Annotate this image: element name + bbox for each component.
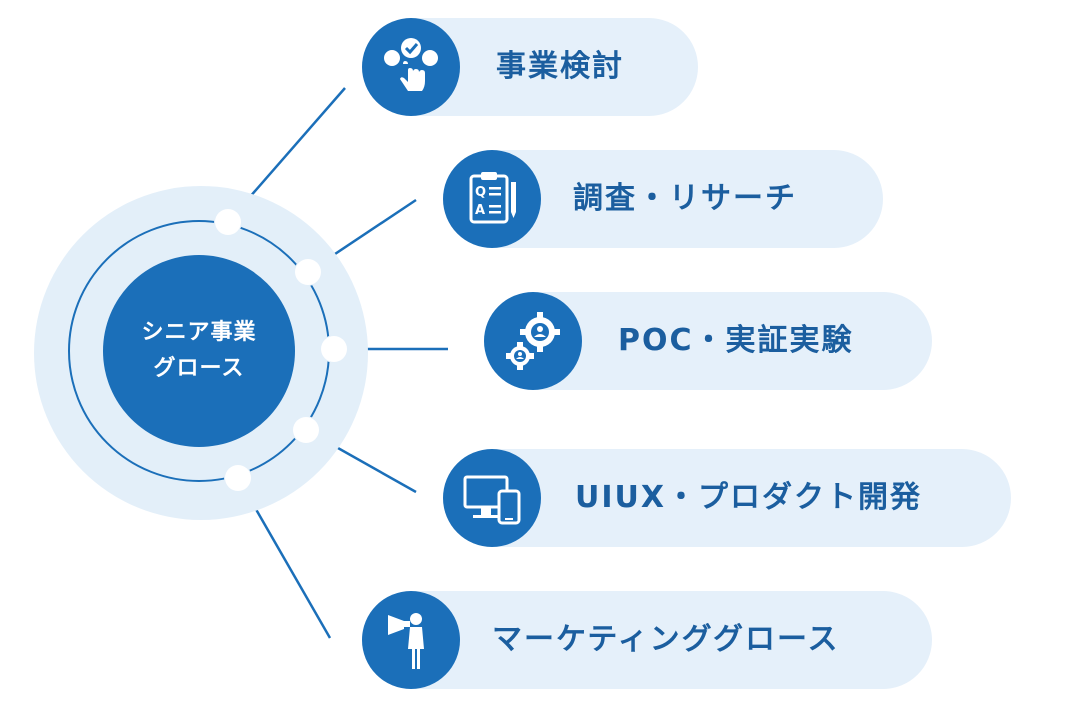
item-badge <box>362 18 460 116</box>
hand-select-icon <box>384 38 438 91</box>
gears-people-icon <box>506 312 560 370</box>
devices-icon <box>463 475 521 525</box>
item-badge <box>362 591 460 689</box>
item-label: UIUX・プロダクト開発 <box>575 480 923 515</box>
item-badge <box>443 449 541 547</box>
ring-node <box>321 336 347 362</box>
svg-text:A: A <box>475 203 485 218</box>
item-label: POC・実証実験 <box>618 323 854 358</box>
ring-node <box>215 209 241 235</box>
item-badge: Q A <box>443 150 541 248</box>
ring-node <box>225 465 251 491</box>
qa-clipboard-icon: Q A <box>469 172 516 224</box>
hub-label: シニア事業 グロース <box>141 320 257 381</box>
svg-text:Q: Q <box>475 185 486 200</box>
megaphone-person-icon <box>388 613 424 669</box>
item-label: 調査・リサーチ <box>573 181 797 216</box>
item-label: 事業検討 <box>496 49 624 84</box>
ring-node <box>293 417 319 443</box>
item-badge <box>484 292 582 390</box>
hub-circle: シニア事業 グロース <box>103 255 295 447</box>
item-label: マーケティンググロース <box>492 622 840 657</box>
ring-node <box>295 259 321 285</box>
